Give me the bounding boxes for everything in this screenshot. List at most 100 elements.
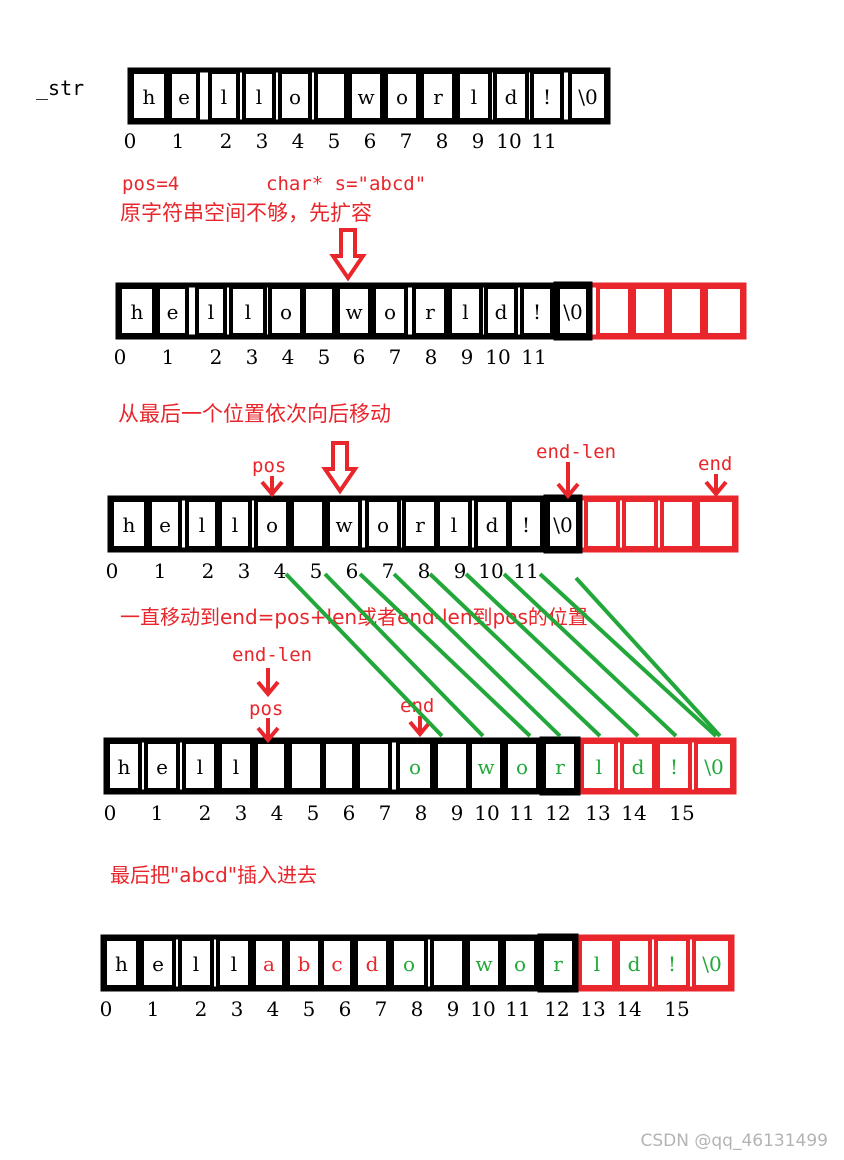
- index-label-row5: 0: [100, 997, 113, 1021]
- end-len-label: end-len: [536, 441, 616, 463]
- cell-char-row3: o: [377, 513, 389, 537]
- index-label-row2: 11: [521, 345, 546, 369]
- cell-char-row2: o: [280, 300, 292, 324]
- cell-char-row2: d: [495, 300, 508, 324]
- index-label-row3: 2: [202, 559, 215, 583]
- move-line-6: [502, 572, 678, 738]
- index-label-row4: 8: [415, 801, 428, 825]
- cell-char-row2: l: [208, 300, 214, 324]
- index-label-row3: 4: [274, 559, 287, 583]
- index-label-row5: 11: [505, 997, 530, 1021]
- cell-char-row5: o: [403, 952, 415, 976]
- cell-box-row4: [434, 740, 470, 792]
- cell-char-row4: e: [156, 755, 168, 779]
- cell-char-row4: w: [477, 755, 494, 779]
- cell-char-row4: d: [632, 755, 645, 779]
- cell-char-row5: \0: [702, 952, 721, 976]
- index-label-row5: 14: [616, 997, 641, 1021]
- cell-char-row2: h: [131, 300, 144, 324]
- cell-char-row4: o: [516, 755, 528, 779]
- index-label-row5: 15: [664, 997, 689, 1021]
- cell-char-row1: w: [357, 85, 374, 109]
- cell-box-row4: [288, 740, 324, 792]
- expand-note: 原字符串空间不够，先扩容: [120, 201, 372, 225]
- cell-char-row5: e: [152, 952, 164, 976]
- cell-char-row1: \0: [578, 85, 597, 109]
- cell-char-row3: l: [451, 513, 457, 537]
- index-label-row5: 6: [339, 997, 352, 1021]
- cell-char-row1: h: [143, 85, 156, 109]
- cell-box-row3: [290, 498, 326, 550]
- cell-box-row5: [430, 937, 466, 989]
- index-label-row2: 0: [114, 345, 127, 369]
- insert-note: 最后把"abcd"插入进去: [110, 863, 317, 887]
- index-label-row3: 9: [454, 559, 467, 583]
- move-line-8: [574, 576, 722, 738]
- cell-char-row2: \0: [563, 300, 582, 324]
- index-label-row4: 12: [545, 801, 570, 825]
- cell-char-row1: l: [471, 85, 477, 109]
- cell-box-row4: [356, 740, 392, 792]
- index-label-row1: 5: [328, 129, 341, 153]
- cell-box-row3: [622, 498, 658, 550]
- cell-char-row3: d: [486, 513, 499, 537]
- cell-char-row3: e: [159, 513, 171, 537]
- index-label-row2: 8: [425, 345, 438, 369]
- cell-char-row3: l: [199, 513, 205, 537]
- cell-box-row2: [596, 285, 632, 337]
- cell-char-row5: l: [594, 952, 600, 976]
- cell-char-row5: l: [193, 952, 199, 976]
- cell-char-row4: \0: [704, 755, 723, 779]
- pos-label-2: pos: [249, 698, 283, 720]
- cell-char-row3: \0: [553, 513, 572, 537]
- cell-char-row2: w: [345, 300, 362, 324]
- index-label-row5: 9: [447, 997, 460, 1021]
- index-label-row4: 11: [509, 801, 534, 825]
- index-label-row1: 10: [496, 129, 521, 153]
- cell-char-row1: !: [543, 85, 551, 109]
- cell-box-row2: [632, 285, 668, 337]
- cell-char-row4: o: [409, 755, 421, 779]
- cell-char-row1: o: [396, 85, 408, 109]
- index-label-row4: 2: [199, 801, 212, 825]
- end-len-arrow-2-head: [256, 680, 280, 698]
- index-label-row2: 5: [318, 345, 331, 369]
- expand-arrow: [329, 228, 367, 282]
- index-label-row5: 4: [267, 997, 280, 1021]
- index-label-row5: 10: [470, 997, 495, 1021]
- cell-char-row2: r: [425, 300, 435, 324]
- null-terminator-box-row3: [543, 494, 583, 554]
- index-label-row1: 0: [124, 129, 137, 153]
- index-label-row1: 8: [436, 129, 449, 153]
- move-line-0: [284, 572, 444, 738]
- cell-box-row3: [660, 498, 696, 550]
- cell-box-row2: [704, 285, 744, 337]
- index-label-row5: 2: [195, 997, 208, 1021]
- null-terminator-box-row5: [537, 933, 579, 993]
- cell-char-row4: r: [555, 755, 565, 779]
- cell-char-row2: !: [533, 300, 541, 324]
- index-label-row4: 4: [271, 801, 284, 825]
- index-label-row4: 13: [585, 801, 610, 825]
- index-label-row1: 1: [172, 129, 185, 153]
- index-label-row4: 7: [379, 801, 392, 825]
- move-line-4: [428, 572, 602, 738]
- cell-char-row5: w: [475, 952, 492, 976]
- cell-char-row5: r: [553, 952, 563, 976]
- cell-box-row4: [254, 740, 288, 792]
- move-arrow: [321, 441, 359, 495]
- end-label: end: [698, 453, 732, 475]
- index-label-row4: 10: [474, 801, 499, 825]
- cell-box-row2: [302, 285, 336, 337]
- index-label-row3: 11: [513, 559, 538, 583]
- cell-char-row5: o: [514, 952, 526, 976]
- index-label-row5: 8: [411, 997, 424, 1021]
- index-label-row4: 5: [307, 801, 320, 825]
- index-label-row5: 1: [147, 997, 160, 1021]
- cell-char-row5: d: [366, 952, 379, 976]
- watermark: CSDN @qq_46131499: [641, 1131, 828, 1151]
- cell-char-row3: h: [123, 513, 136, 537]
- index-label-row3: 6: [346, 559, 359, 583]
- end-len-label-2: end-len: [232, 644, 312, 666]
